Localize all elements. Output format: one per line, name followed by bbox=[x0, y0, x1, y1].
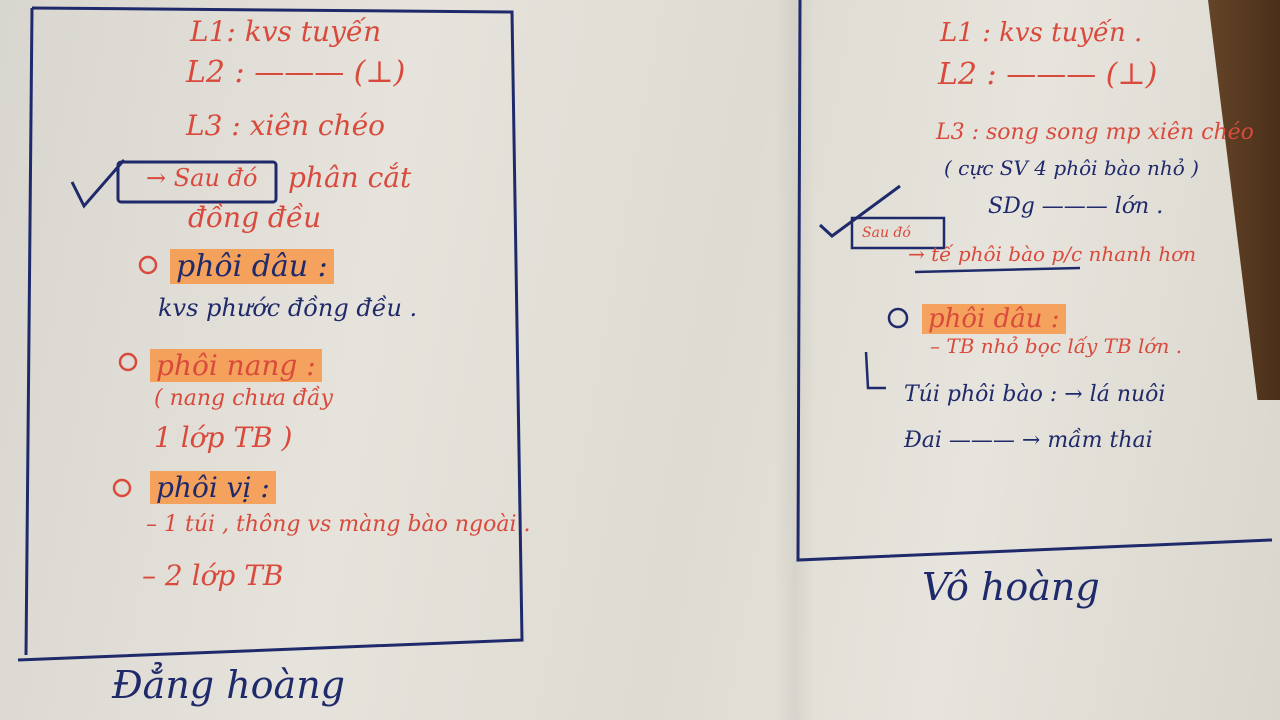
bullet-circle-1 bbox=[138, 255, 158, 275]
left-line-gastrula-2: – 2 lớp TB bbox=[142, 559, 284, 592]
right-outer-frame bbox=[796, 0, 1273, 562]
left-check-mark bbox=[70, 159, 126, 209]
bullet-circle-2 bbox=[118, 352, 138, 372]
left-line-gastrula-1: – 1 túi , thông vs màng bào ngoài . bbox=[146, 512, 531, 537]
right-line-l1: L1 : kvs tuyến . bbox=[940, 18, 1143, 48]
left-heading-blastula: phôi nang : bbox=[150, 349, 322, 382]
left-caption: Đẳng hoàng bbox=[112, 663, 346, 707]
left-outer-frame bbox=[17, 6, 524, 662]
left-inner-frame bbox=[24, 7, 34, 656]
bullet-circle-3 bbox=[112, 478, 132, 498]
left-line-cleavage: phân cắt bbox=[288, 161, 412, 194]
right-arrow-bracket bbox=[864, 351, 886, 390]
left-line-l1: L1: kvs tuyến bbox=[190, 15, 382, 48]
right-check-mark bbox=[818, 184, 901, 238]
right-line-size: SDg ——— lớn . bbox=[988, 194, 1164, 219]
bullet-circle-4 bbox=[887, 307, 909, 329]
right-boxed-text: Sau đó bbox=[862, 225, 911, 241]
right-line-cleavage: → tế phôi bào p/c nhanh hơn bbox=[908, 242, 1197, 266]
left-line-l3: L3 : xiên chéo bbox=[186, 109, 386, 142]
right-line-l3: L3 : song song mp xiên chéo bbox=[936, 120, 1254, 145]
right-line-morula-desc: – TB nhỏ bọc lấy TB lớn . bbox=[930, 334, 1183, 358]
right-line-blastocyst: Túi phôi bào : → lá nuôi bbox=[904, 382, 1166, 407]
left-boxed-text: → Sau đó bbox=[146, 164, 258, 192]
right-line-polar-note: ( cực SV 4 phôi bào nhỏ ) bbox=[944, 156, 1199, 180]
left-heading-gastrula: phôi vị : bbox=[150, 471, 276, 504]
left-line-morula-desc: kvs phước đồng đều . bbox=[158, 294, 418, 322]
left-line-l2: L2 : ——— (⊥) bbox=[186, 55, 406, 90]
right-heading-morula: phôi dâu : bbox=[922, 304, 1066, 334]
left-line-blastula-1: ( nang chưa đầy bbox=[154, 386, 333, 411]
right-caption: Vô hoàng bbox=[922, 565, 1100, 609]
left-line-even: đồng đều bbox=[188, 201, 322, 234]
right-line-inner-mass: Đai ——— → mầm thai bbox=[904, 428, 1153, 453]
right-underline bbox=[914, 266, 1081, 274]
left-heading-morula: phôi dâu : bbox=[170, 249, 334, 284]
right-boxed-note bbox=[850, 216, 946, 250]
right-line-l2: L2 : ——— (⊥) bbox=[938, 57, 1158, 92]
left-boxed-note bbox=[116, 160, 278, 204]
left-line-blastula-2: 1 lớp TB ) bbox=[154, 421, 293, 454]
paper-fold-shadow bbox=[775, 0, 815, 720]
